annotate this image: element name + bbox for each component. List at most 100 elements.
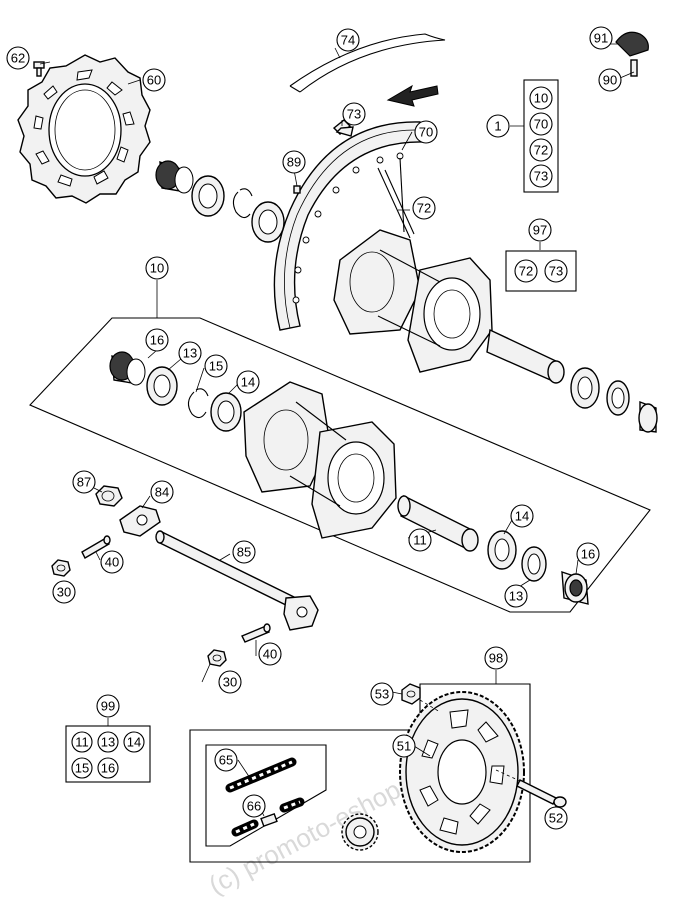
nut-87 xyxy=(95,485,123,507)
nut-30b xyxy=(207,649,227,667)
callout-87: 87 xyxy=(72,470,96,494)
svg-text:72: 72 xyxy=(417,201,431,216)
bearing-top xyxy=(191,175,225,217)
svg-text:40: 40 xyxy=(263,647,277,662)
direction-arrow-icon xyxy=(386,84,439,107)
disc-bolt xyxy=(33,61,45,77)
spokes xyxy=(377,157,415,239)
svg-text:91: 91 xyxy=(594,31,608,46)
sprocket-bolt xyxy=(516,779,567,808)
chain xyxy=(225,757,305,837)
callout-10: 10 xyxy=(145,256,169,280)
sprocket-nut xyxy=(401,683,421,705)
svg-text:97: 97 xyxy=(533,223,547,238)
tyre-arc xyxy=(289,33,446,93)
svg-text:11: 11 xyxy=(75,735,89,750)
adjuster-bolt-40 xyxy=(81,535,111,559)
master-link xyxy=(260,812,278,828)
callout-98: 98 xyxy=(484,646,508,670)
svg-text:13: 13 xyxy=(509,589,523,604)
valve-cap-91 xyxy=(615,31,649,57)
callout-70: 70 xyxy=(414,120,438,144)
callout-73: 73 xyxy=(342,102,366,126)
svg-text:30: 30 xyxy=(223,675,237,690)
callout-40b: 40 xyxy=(258,642,282,666)
svg-text:1: 1 xyxy=(494,119,501,134)
circlip-15 xyxy=(187,388,209,419)
callout-13b: 13 xyxy=(504,584,528,608)
valve xyxy=(332,119,354,137)
svg-text:73: 73 xyxy=(347,107,361,122)
svg-text:62: 62 xyxy=(11,51,25,66)
svg-text:73: 73 xyxy=(534,169,548,184)
adjuster-bolt-40b xyxy=(241,623,271,643)
svg-text:16: 16 xyxy=(150,333,164,348)
svg-text:10: 10 xyxy=(534,91,548,106)
kit-1-box: 10 70 72 73 xyxy=(523,79,559,193)
svg-text:30: 30 xyxy=(57,585,71,600)
nut-30 xyxy=(51,559,71,577)
svg-text:13: 13 xyxy=(101,735,115,750)
svg-text:90: 90 xyxy=(603,73,617,88)
svg-text:72: 72 xyxy=(519,264,533,279)
svg-text:53: 53 xyxy=(375,687,389,702)
svg-text:70: 70 xyxy=(534,117,548,132)
svg-text:52: 52 xyxy=(549,811,563,826)
callout-52: 52 xyxy=(544,806,568,830)
chain-frame xyxy=(205,744,327,847)
svg-text:85: 85 xyxy=(237,545,251,560)
svg-text:15: 15 xyxy=(75,761,89,776)
valve-insert-90 xyxy=(630,59,638,77)
callout-99: 99 xyxy=(96,694,120,718)
callout-72: 72 xyxy=(412,196,436,220)
svg-text:16: 16 xyxy=(101,761,115,776)
seal-16-right xyxy=(561,571,589,605)
bearing-top-2 xyxy=(251,201,285,243)
rim xyxy=(273,121,425,331)
svg-text:14: 14 xyxy=(515,509,529,524)
svg-text:60: 60 xyxy=(147,73,161,88)
svg-text:73: 73 xyxy=(549,264,563,279)
chain-adjuster-84 xyxy=(119,505,161,537)
callout-62: 62 xyxy=(6,46,30,70)
callout-60: 60 xyxy=(142,68,166,92)
callout-66: 66 xyxy=(242,794,266,818)
front-sprocket xyxy=(341,813,379,851)
wheel-hub-assembled xyxy=(333,229,493,373)
callout-13: 13 xyxy=(178,341,202,365)
svg-text:65: 65 xyxy=(219,753,233,768)
rear-sprocket xyxy=(399,691,525,853)
bearing-14-right xyxy=(487,530,517,570)
spacer-11 xyxy=(397,494,479,552)
svg-text:98: 98 xyxy=(489,651,503,666)
svg-text:10: 10 xyxy=(150,261,164,276)
callout-85: 85 xyxy=(232,540,256,564)
callout-11: 11 xyxy=(408,528,432,552)
callout-30b: 30 xyxy=(218,670,242,694)
spoke-nipple xyxy=(293,185,301,194)
callout-90: 90 xyxy=(598,68,622,92)
brake-disc xyxy=(17,54,151,204)
kit-97-box: 72 73 xyxy=(505,250,577,292)
svg-text:72: 72 xyxy=(534,143,548,158)
svg-text:13: 13 xyxy=(183,346,197,361)
seal-top xyxy=(155,160,194,194)
callout-91: 91 xyxy=(589,26,613,50)
svg-text:66: 66 xyxy=(247,799,261,814)
bearing-13 xyxy=(146,366,178,406)
hub-assembly-frame xyxy=(29,317,651,613)
svg-text:87: 87 xyxy=(77,475,91,490)
svg-text:74: 74 xyxy=(341,33,355,48)
callout-16: 16 xyxy=(145,328,169,352)
callout-74: 74 xyxy=(336,28,360,52)
callout-89: 89 xyxy=(282,150,306,174)
callout-16b: 16 xyxy=(576,542,600,566)
svg-text:84: 84 xyxy=(155,485,169,500)
kit-99-box: 11 13 14 15 16 xyxy=(65,725,151,783)
bearing-14 xyxy=(210,392,242,432)
callout-84: 84 xyxy=(150,480,174,504)
hub xyxy=(243,381,397,539)
callouts: 62 60 74 91 90 73 70 89 72 1 97 10 16 13… xyxy=(6,26,622,830)
seal-16 xyxy=(109,351,146,386)
